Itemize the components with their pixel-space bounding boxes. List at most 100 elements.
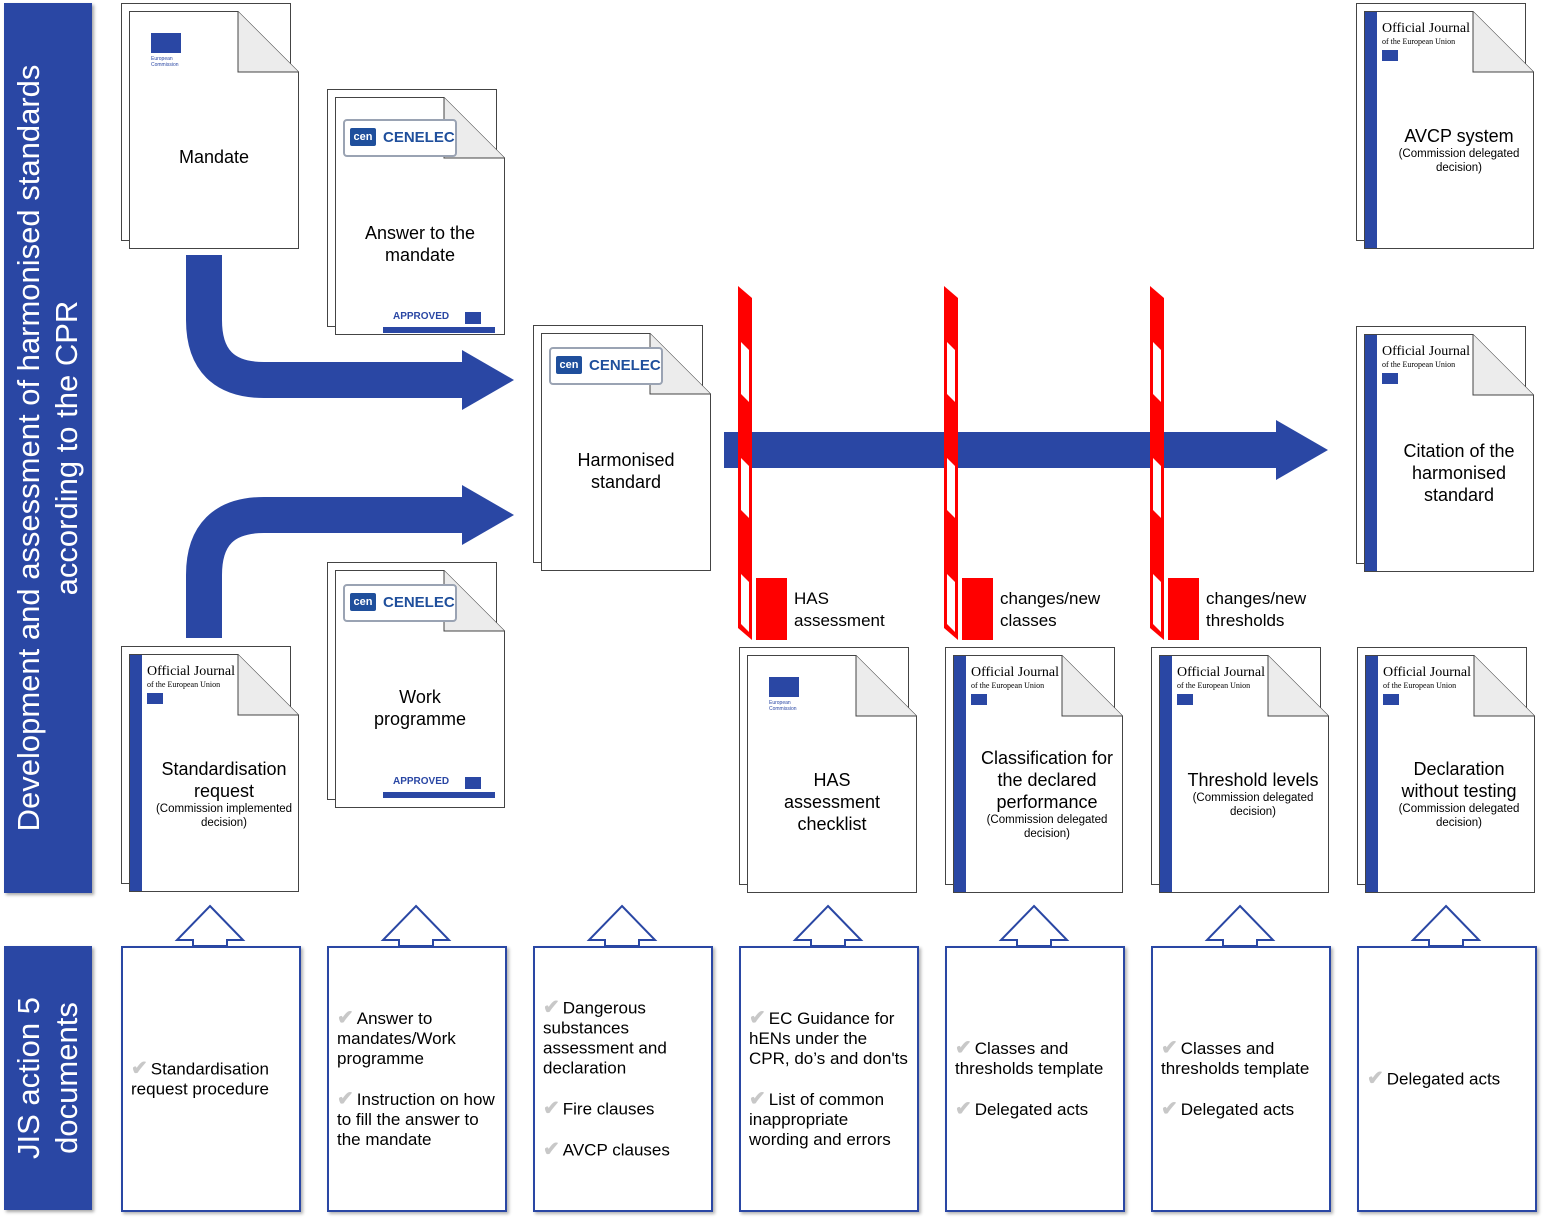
doc-threshold-levels: Official Journal of the European Union T…: [1151, 647, 1329, 893]
check-icon: ✔: [337, 1007, 354, 1029]
doc-threshold-levels-sub: (Commission delegated decision): [1192, 792, 1314, 818]
arrow-standard-to-citation-shaft: [724, 432, 1284, 468]
doc-classification-name: Classification for the declared performa…: [980, 748, 1114, 812]
doc-avcp-system-name: AVCP system: [1404, 126, 1514, 146]
cenelec-logo-icon: cen CENELEC: [343, 119, 457, 157]
check-icon: ✔: [543, 1138, 560, 1161]
check-icon: ✔: [1367, 1067, 1384, 1090]
official-journal-logo: Official Journal of the European Union: [1382, 21, 1470, 61]
jis-item-text: Delegated acts: [1386, 1069, 1501, 1089]
up-arrow-icon: [792, 904, 864, 947]
check-icon: ✔: [749, 1088, 766, 1110]
jis-item: ✔Delegated acts: [1161, 1099, 1323, 1120]
eu-flag-icon: [1382, 50, 1398, 61]
barrier-thresholds: [1150, 286, 1199, 640]
jis-item-text: Instruction on how to fill the answer to…: [337, 1090, 495, 1149]
doc-classification-sub: (Commission delegated decision): [986, 814, 1108, 840]
jis-item-text: Delegated acts: [1180, 1100, 1295, 1119]
ec-line1: European: [151, 56, 173, 62]
jis-item-text: Classes and thresholds template: [1161, 1039, 1310, 1078]
oj-subtitle: of the European Union: [1383, 681, 1457, 690]
jis-item: ✔Instruction on how to fill the answer t…: [337, 1089, 499, 1150]
oj-title: Official Journal: [1382, 344, 1470, 359]
doc-declaration-name: Declaration without testing: [1401, 759, 1517, 801]
jis-item: ✔AVCP clauses: [543, 1140, 705, 1161]
jis-item-text: List of common inappropriate wording and…: [749, 1090, 891, 1149]
doc-mandate-title: Mandate: [178, 147, 250, 167]
check-icon: ✔: [955, 1037, 972, 1059]
check-icon: ✔: [337, 1088, 354, 1110]
eu-flag-icon: [465, 777, 481, 789]
arrow-request-to-standard: [186, 497, 462, 638]
barrier-label-classes: changes/new classes: [1000, 589, 1101, 630]
doc-declaration-sub: (Commission delegated decision): [1398, 803, 1520, 829]
jis-box-4: ✔EC Guidance for hENs under the CPR, do’…: [739, 946, 919, 1212]
jis-box-2: ✔Answer to mandates/Work programme ✔Inst…: [327, 946, 507, 1212]
doc-answer: cen CENELEC Answer to the mandate APPROV…: [327, 89, 505, 335]
check-icon: ✔: [1161, 1037, 1178, 1059]
cenelec-text: CENELEC: [589, 357, 661, 374]
jis-item: ✔Delegated acts: [1367, 1069, 1529, 1090]
doc-has-checklist-title: HAS assessment checklist: [783, 770, 881, 834]
doc-declaration: Official Journal of the European Union D…: [1357, 647, 1535, 893]
barrier-label-has: HAS assessment: [794, 589, 885, 630]
jis-box-5: ✔Classes and thresholds template ✔Delega…: [945, 946, 1125, 1212]
jis-item: ✔EC Guidance for hENs under the CPR, do’…: [749, 1008, 911, 1069]
sidebar-development: Development and assessment of harmonised…: [4, 3, 92, 893]
jis-item-text: EC Guidance for hENs under the CPR, do’s…: [749, 1009, 908, 1068]
barrier-label-thresholds: changes/new thresholds: [1206, 589, 1307, 630]
jis-item-text: Answer to mandates/Work programme: [337, 1009, 456, 1068]
check-icon: ✔: [543, 1097, 560, 1120]
official-journal-logo: Official Journal of the European Union: [1382, 344, 1470, 384]
doc-classification: Official Journal of the European Union C…: [945, 647, 1123, 893]
oj-title: Official Journal: [1382, 21, 1470, 36]
ec-logo-icon: [769, 677, 799, 697]
jis-item-text: Delegated acts: [974, 1100, 1089, 1119]
approved-bar: [383, 327, 495, 333]
check-icon: ✔: [749, 1007, 766, 1029]
doc-standardisation-request-sub: (Commission implemented decision): [155, 803, 293, 829]
cenelec-text: CENELEC: [383, 129, 455, 146]
doc-harmonised-standard-title: Harmonised standard: [577, 450, 675, 492]
jis-item: ✔Delegated acts: [955, 1099, 1117, 1120]
eu-flag-icon: [1382, 373, 1398, 384]
check-icon: ✔: [543, 996, 560, 1019]
cen-text: cen: [350, 593, 376, 611]
jis-box-1: ✔Standardisation request procedure: [121, 946, 301, 1212]
jis-item: ✔Classes and thresholds template: [955, 1038, 1117, 1079]
jis-box-3: ✔Dangerous substances assessment and dec…: [533, 946, 713, 1212]
doc-work-programme: cen CENELEC Work programme APPROVED: [327, 562, 505, 808]
cenelec-logo-icon: cen CENELEC: [343, 584, 457, 622]
doc-answer-title: Answer to the mandate: [364, 223, 476, 265]
approved-stamp: APPROVED: [393, 311, 450, 322]
doc-threshold-levels-name: Threshold levels: [1187, 770, 1319, 790]
jis-item: ✔Standardisation request procedure: [131, 1059, 293, 1100]
oj-subtitle: of the European Union: [1177, 681, 1251, 690]
oj-subtitle: of the European Union: [1382, 37, 1456, 46]
oj-title: Official Journal: [1383, 665, 1471, 680]
ec-line1: European: [769, 700, 791, 706]
jis-item-text: Standardisation request procedure: [131, 1059, 269, 1099]
official-journal-logo: Official Journal of the European Union: [971, 665, 1059, 705]
jis-item: ✔Answer to mandates/Work programme: [337, 1008, 499, 1069]
jis-item: ✔List of common inappropriate wording an…: [749, 1089, 911, 1150]
arrow-mandate-to-standard: [186, 255, 462, 398]
cenelec-logo-icon: cen CENELEC: [549, 347, 663, 385]
doc-threshold-levels-title: Threshold levels (Commission delegated d…: [1177, 769, 1329, 819]
check-icon: ✔: [955, 1098, 972, 1120]
doc-classification-title: Classification for the declared performa…: [971, 747, 1123, 841]
official-journal-logo: Official Journal of the European Union: [1177, 665, 1265, 705]
oj-title: Official Journal: [1177, 665, 1265, 680]
ec-logo-icon: [151, 33, 181, 53]
doc-citation-title: Citation of the harmonised standard: [1403, 441, 1515, 505]
doc-citation: Official Journal of the European Union C…: [1356, 326, 1534, 572]
jis-item-text: Dangerous substances assessment and decl…: [543, 998, 667, 1078]
barrier-has: [738, 286, 787, 640]
up-arrow-icon: [380, 904, 452, 947]
doc-declaration-title: Declaration without testing (Commission …: [1383, 758, 1535, 830]
jis-box-6: ✔Classes and thresholds template ✔Delega…: [1151, 946, 1331, 1212]
doc-avcp-system: Official Journal of the European Union A…: [1356, 3, 1534, 249]
